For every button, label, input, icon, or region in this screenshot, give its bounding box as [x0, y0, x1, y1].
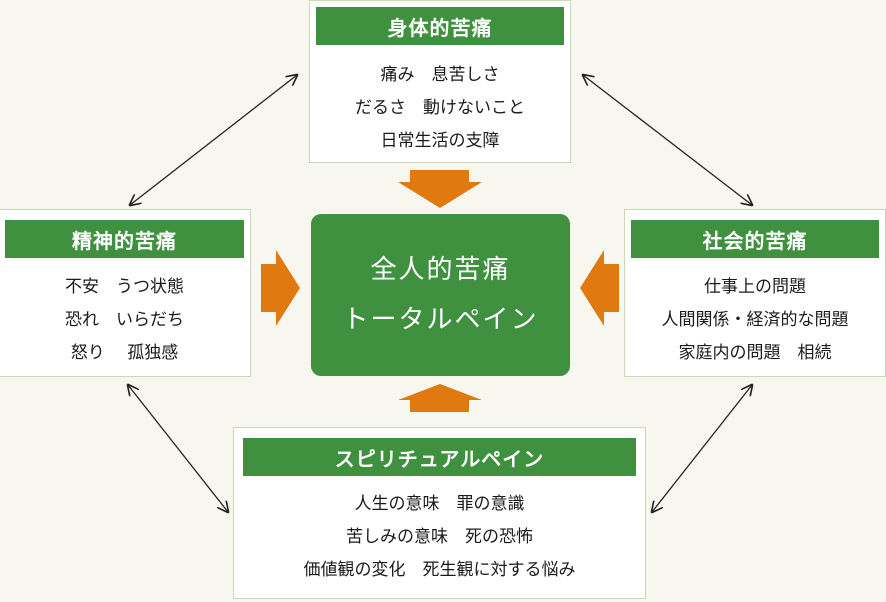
physical-pain-box: 身体的苦痛 痛み 息苦しさ だるさ 動けないこと 日常生活の支障 — [309, 0, 571, 163]
physical-pain-line: 日常生活の支障 — [380, 131, 500, 151]
arrow-physical-mental — [130, 75, 297, 205]
social-pain-line: 人間関係・経済的な問題 — [661, 310, 849, 330]
spiritual-pain-line: 苦しみの意味 死の恐怖 — [346, 527, 533, 547]
total-pain-center: 全人的苦痛 トータルペイン — [311, 214, 570, 376]
mental-pain-line: 恐れ いらだち — [65, 310, 184, 330]
social-pain-box: 社会的苦痛 仕事上の問題 人間関係・経済的な問題 家庭内の問題 相続 — [624, 209, 886, 377]
physical-pain-items: 痛み 息苦しさ だるさ 動けないこと 日常生活の支障 — [310, 59, 570, 158]
spiritual-pain-line: 人生の意味 罪の意識 — [354, 494, 525, 514]
orange-arrow-right — [261, 250, 300, 326]
social-pain-items: 仕事上の問題 人間関係・経済的な問題 家庭内の問題 相続 — [625, 271, 885, 370]
arrow-physical-social — [583, 75, 752, 205]
mental-pain-line: 怒り 孤独感 — [70, 343, 179, 363]
orange-arrow-up — [398, 384, 482, 412]
physical-pain-title: 身体的苦痛 — [316, 7, 564, 45]
mental-pain-title: 精神的苦痛 — [5, 220, 244, 258]
mental-pain-line: 不安 うつ状態 — [65, 277, 184, 297]
mental-pain-items: 不安 うつ状態 恐れ いらだち 怒り 孤独感 — [0, 271, 250, 370]
total-pain-title: 全人的苦痛 — [370, 255, 511, 285]
spiritual-pain-box: スピリチュアルペイン 人生の意味 罪の意識 苦しみの意味 死の恐怖 価値観の変化… — [233, 427, 646, 599]
spiritual-pain-items: 人生の意味 罪の意識 苦しみの意味 死の恐怖 価値観の変化 死生観に対する悩み — [234, 488, 645, 587]
physical-pain-line: だるさ 動けないこと — [355, 98, 525, 118]
total-pain-subtitle: トータルペイン — [342, 305, 539, 335]
spiritual-pain-line: 価値観の変化 死生観に対する悩み — [303, 560, 576, 580]
mental-pain-box: 精神的苦痛 不安 うつ状態 恐れ いらだち 怒り 孤独感 — [0, 209, 251, 377]
orange-arrow-left — [580, 250, 619, 326]
physical-pain-line: 痛み 息苦しさ — [380, 65, 500, 85]
arrow-social-spiritual — [652, 385, 752, 512]
orange-arrow-down — [398, 170, 482, 208]
social-pain-title: 社会的苦痛 — [631, 220, 879, 258]
spiritual-pain-title: スピリチュアルペイン — [243, 438, 636, 476]
arrow-mental-spiritual — [128, 385, 228, 512]
social-pain-line: 仕事上の問題 — [704, 277, 806, 297]
social-pain-line: 家庭内の問題 相続 — [678, 343, 832, 363]
